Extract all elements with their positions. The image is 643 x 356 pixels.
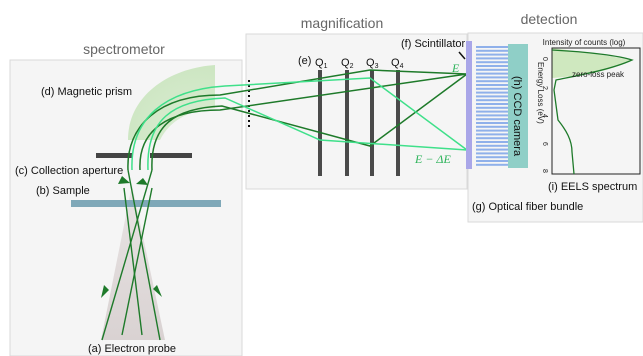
fiber-line <box>476 57 508 60</box>
fiber-line <box>476 46 508 48</box>
quadrupole-q1 <box>318 70 322 176</box>
beam-arrows <box>101 176 162 298</box>
magnetic-prism-label: (d) Magnetic prism <box>41 86 132 98</box>
quadrupoles-label: (e) <box>298 55 311 67</box>
fiber-line <box>476 118 508 121</box>
ccd-camera <box>508 44 528 168</box>
scintillator-label: (f) Scintillator <box>401 38 466 50</box>
zero-loss-label: zero-loss peak <box>572 70 625 79</box>
fiber-line <box>476 137 508 140</box>
tick-4: 4 <box>541 114 548 118</box>
fiber-line <box>476 144 508 147</box>
fiber-line <box>476 148 508 151</box>
fiber-line <box>476 80 508 83</box>
tick-0: 0 <box>541 57 548 61</box>
fiber-line <box>476 84 508 86</box>
fiber-line <box>476 103 508 105</box>
spectrum-fill <box>552 48 630 78</box>
q3-label: Q3 <box>366 57 379 70</box>
fiber-line <box>476 114 508 117</box>
quadrupole-q4 <box>396 70 400 176</box>
eels-spectrum-plot: Intensity of counts (log) zero-loss peak… <box>536 38 641 175</box>
fiber-line <box>476 68 508 71</box>
tick-6: 6 <box>541 142 548 146</box>
dark-beam-paths <box>127 69 468 171</box>
collection-aperture-label: (c) Collection aperture <box>15 165 123 177</box>
quadrupole-q3 <box>370 70 374 176</box>
ccd-camera-label: (h) CCD camera <box>511 76 523 157</box>
tick-2: 2 <box>541 86 548 90</box>
fiber-line <box>476 110 508 113</box>
electron-probe-label: (a) Electron probe <box>88 343 176 355</box>
fiber-line <box>476 129 508 132</box>
quadrupoles <box>318 70 400 176</box>
magnification-title: magnification <box>301 15 384 31</box>
scintillator-pointer <box>458 51 466 60</box>
light-beam-paths <box>131 77 468 171</box>
fiber-line <box>476 91 508 94</box>
magnification-panel <box>245 33 468 190</box>
fiber-line <box>476 65 508 67</box>
energy-e-minus-label: E − ΔE <box>414 152 451 166</box>
collection-aperture-left <box>96 153 132 158</box>
scintillator <box>466 41 472 169</box>
q1-label: Q1 <box>315 57 328 70</box>
optical-fiber-bundle <box>476 46 508 166</box>
spectrum-frame <box>551 47 641 175</box>
collection-aperture-right <box>150 153 192 158</box>
fiber-line <box>476 53 508 56</box>
optical-fiber-label: (g) Optical fiber bundle <box>472 201 583 213</box>
fiber-line <box>476 141 508 143</box>
spectrometer-title: spectrometor <box>83 41 165 57</box>
fiber-line <box>476 163 508 166</box>
fiber-line <box>476 106 508 109</box>
spectrum-axis-label: Energy Loss (eV) <box>536 62 545 124</box>
fiber-line <box>476 72 508 75</box>
spectrum-curve <box>551 49 634 175</box>
fiber-line <box>476 99 508 102</box>
eels-spectrum-label: (i) EELS spectrum <box>548 181 637 193</box>
fiber-line <box>476 156 508 159</box>
fiber-line <box>476 87 508 90</box>
fiber-line <box>476 122 508 124</box>
q2-label: Q2 <box>341 57 354 70</box>
incoming-beam <box>101 169 161 341</box>
fiber-line <box>476 49 508 52</box>
fiber-line <box>476 133 508 136</box>
fiber-line <box>476 95 508 98</box>
sample-label: (b) Sample <box>36 185 90 197</box>
fiber-line <box>476 76 508 79</box>
fiber-line <box>476 152 508 155</box>
detection-title: detection <box>521 11 578 27</box>
fiber-line <box>476 160 508 162</box>
fiber-line <box>476 125 508 128</box>
sample-plate <box>71 200 221 207</box>
q4-label: Q4 <box>391 57 404 70</box>
tick-8: 8 <box>541 169 548 173</box>
quadrupole-q2 <box>345 70 349 176</box>
energy-e-label: E <box>451 61 460 75</box>
fiber-line <box>476 61 508 64</box>
spectrum-title: Intensity of counts (log) <box>543 38 626 47</box>
